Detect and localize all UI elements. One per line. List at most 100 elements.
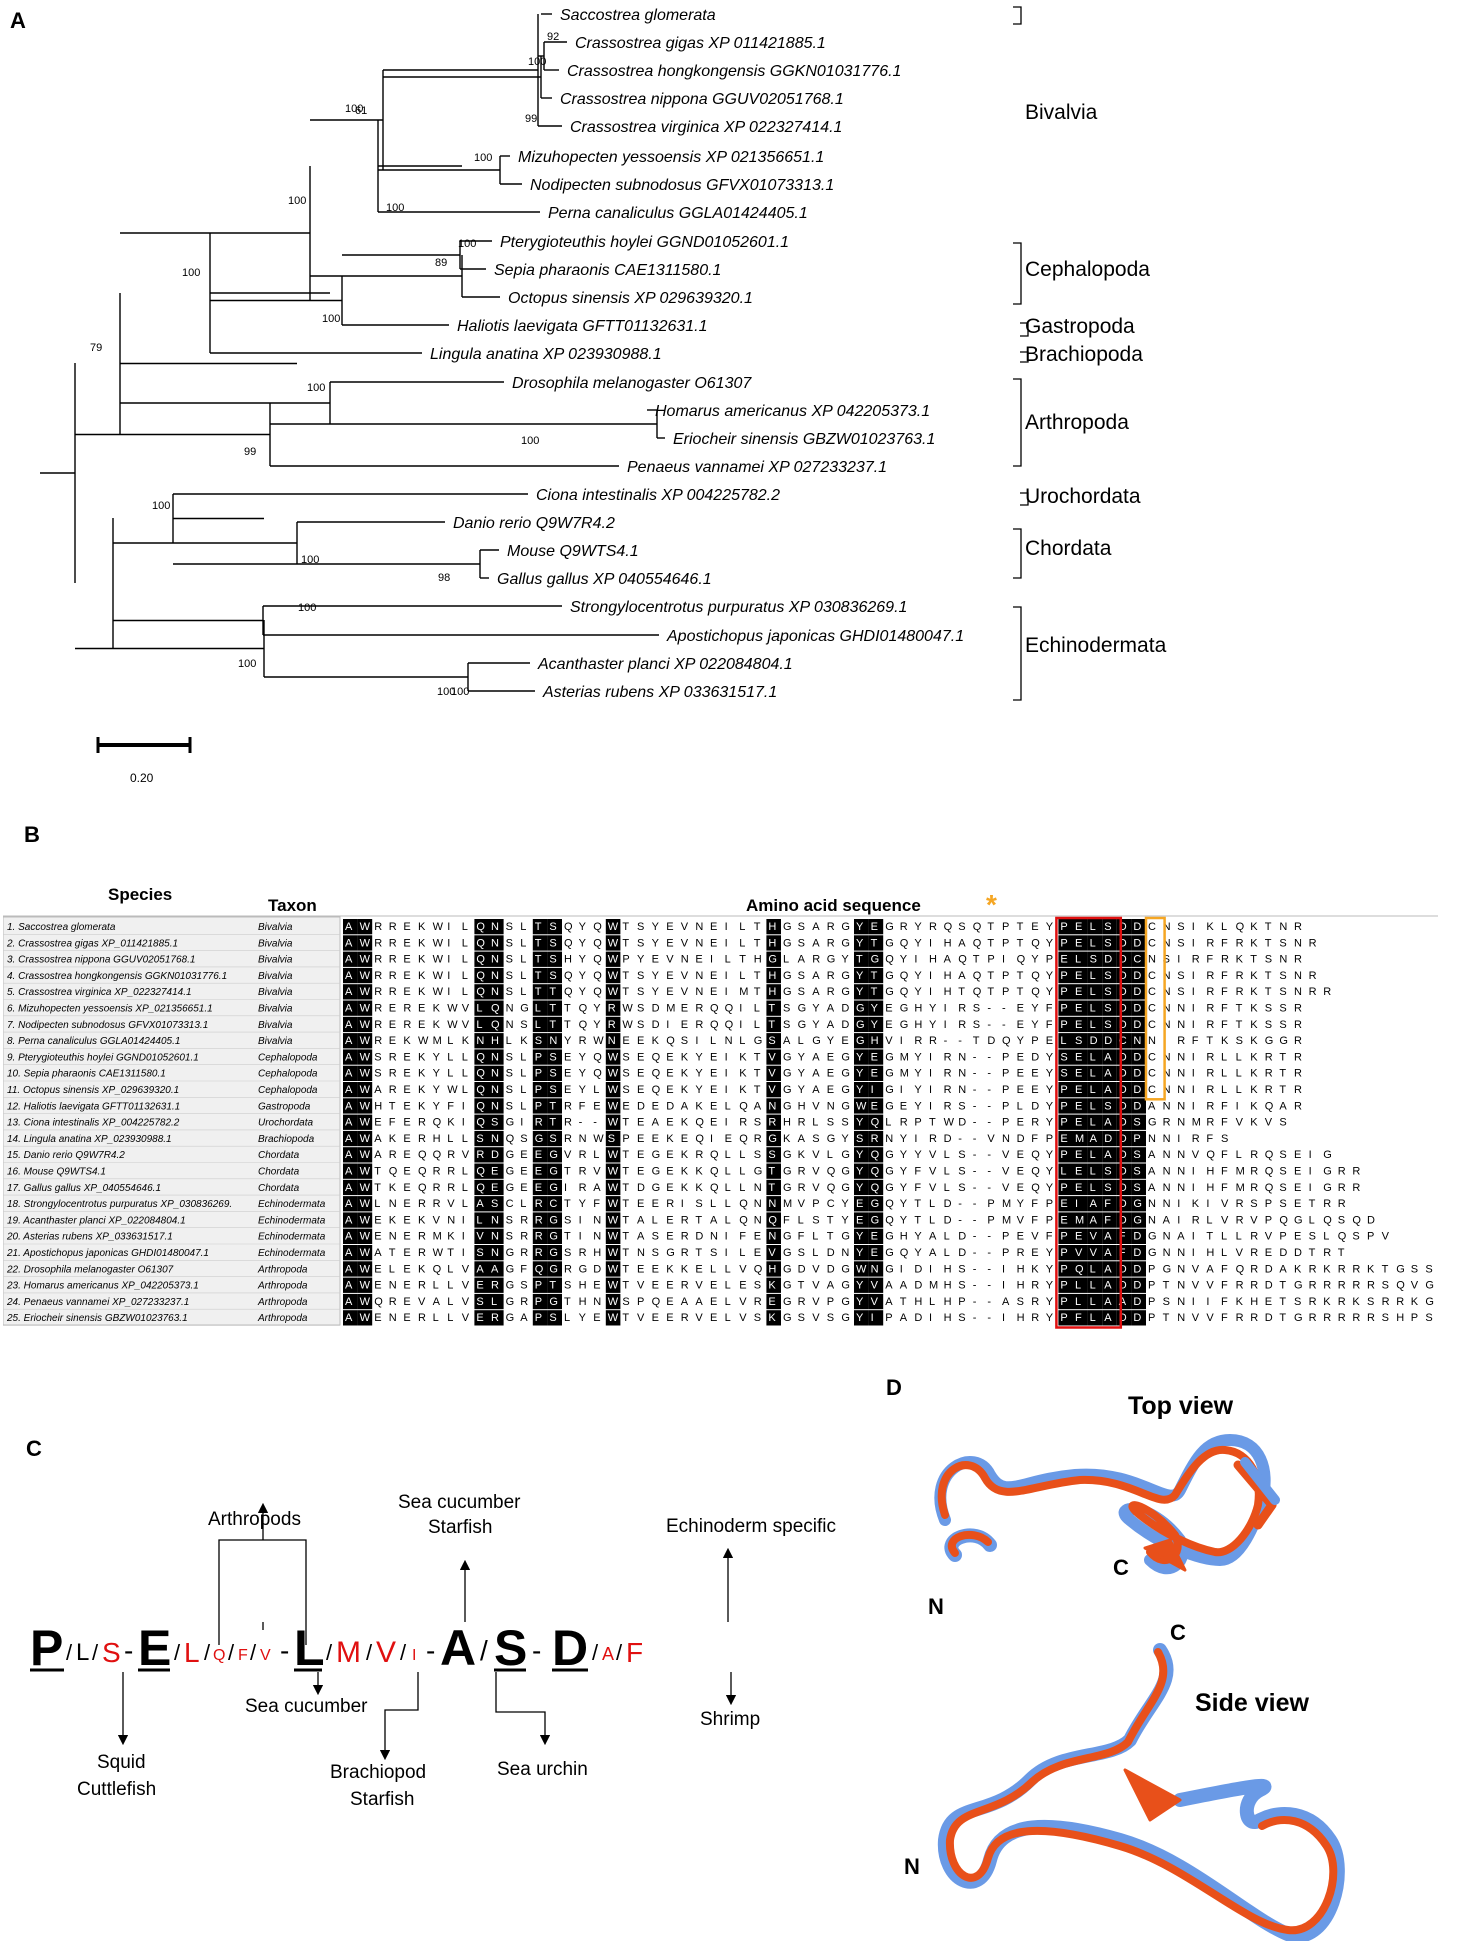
residue: G — [549, 1231, 558, 1243]
residue: N — [1002, 1133, 1010, 1145]
residue-highlight — [1058, 919, 1073, 935]
residue-highlight — [1073, 1245, 1088, 1261]
residue: Q — [827, 1166, 836, 1178]
residue: Y — [900, 1214, 908, 1226]
residue: Q — [871, 1182, 880, 1194]
residue: R — [1323, 1312, 1331, 1324]
residue-highlight — [1058, 1065, 1073, 1081]
residue: R — [754, 1296, 762, 1308]
residue: E — [403, 1182, 410, 1194]
side-view-ribbons — [937, 1643, 1345, 1941]
residue: E — [710, 1117, 717, 1129]
residue-highlight — [474, 984, 489, 1000]
residue: Y — [914, 1231, 922, 1243]
residue: L — [929, 1296, 935, 1308]
residue: R — [1265, 1084, 1273, 1096]
residue-highlight — [532, 1033, 548, 1049]
residue: D — [1104, 1133, 1112, 1145]
residue: E — [637, 1263, 644, 1275]
residue: K — [433, 1003, 441, 1015]
residue: N — [1279, 954, 1287, 966]
residue: N — [725, 1035, 733, 1047]
clade-bracket — [1013, 242, 1022, 305]
residue: - — [973, 1133, 977, 1145]
residue: E — [637, 1198, 644, 1210]
label-sea-cucumber-top: Sea cucumber — [398, 1492, 521, 1513]
residue: A — [885, 1280, 893, 1292]
residue: G — [549, 1263, 558, 1275]
row-species: 13. Ciona intestinalis XP_004225782.2 — [7, 1118, 180, 1129]
residue: L — [783, 954, 789, 966]
residue: L — [374, 1198, 380, 1210]
residue: T — [549, 1019, 556, 1031]
residue-highlight — [854, 1098, 869, 1114]
residue: R — [1250, 1166, 1258, 1178]
sep: / — [66, 1640, 73, 1665]
residue: G — [652, 1166, 661, 1178]
label-starfish: Starfish — [350, 1789, 414, 1810]
residue-highlight — [854, 1114, 869, 1130]
top-view-ribbons — [934, 1434, 1280, 1575]
residue: E — [652, 1133, 659, 1145]
bootstrap-value: 89 — [435, 257, 447, 269]
residue: Y — [1046, 1051, 1054, 1063]
sep: / — [616, 1640, 623, 1665]
residue-highlight — [343, 1114, 358, 1130]
residue: S — [973, 1003, 980, 1015]
residue: S — [637, 937, 644, 949]
residue: Q — [1265, 1100, 1274, 1112]
row-species: 25. Eriocheir sinensis GBZW01023763.1 — [6, 1313, 188, 1324]
residue-highlight — [1058, 1130, 1073, 1147]
residue-highlight — [868, 1277, 884, 1293]
motif-alt-l: L — [184, 1637, 200, 1668]
residue: S — [652, 1231, 659, 1243]
residue: R — [1338, 1182, 1346, 1194]
residue: I — [725, 986, 728, 998]
residue-highlight — [1087, 967, 1103, 984]
residue: R — [1192, 954, 1200, 966]
residue: R — [929, 921, 937, 933]
residue: F — [1221, 1149, 1228, 1161]
residue: H — [754, 954, 762, 966]
residue: V — [462, 1003, 470, 1015]
residue: E — [520, 1166, 527, 1178]
residue: Y — [856, 1247, 864, 1259]
residue: G — [783, 1280, 792, 1292]
residue: P — [637, 1296, 644, 1308]
residue-highlight — [532, 1065, 548, 1081]
sep: / — [592, 1640, 599, 1665]
motif-alt-q: Q — [213, 1647, 225, 1664]
residue: T — [827, 1231, 834, 1243]
residue: F — [914, 1166, 921, 1178]
residue-highlight — [357, 967, 373, 984]
residue: D — [1119, 1084, 1127, 1096]
residue: R — [1352, 1166, 1360, 1178]
residue: E — [666, 1166, 673, 1178]
residue: - — [987, 1149, 991, 1161]
residue: A — [374, 1149, 382, 1161]
residue: F — [1031, 1198, 1038, 1210]
bootstrap-value: 99 — [525, 113, 537, 125]
residue: N — [768, 1231, 776, 1243]
residue: S — [520, 1019, 527, 1031]
residue: W — [360, 937, 371, 949]
residue: G — [871, 1198, 880, 1210]
residue: Q — [739, 1133, 748, 1145]
residue: A — [345, 1214, 353, 1226]
residue: A — [827, 1019, 835, 1031]
residue: Y — [695, 1051, 703, 1063]
residue-highlight — [868, 1114, 884, 1130]
residue: - — [973, 1214, 977, 1226]
panel-label-d: D — [886, 1375, 902, 1400]
residue: G — [783, 1084, 792, 1096]
residue: L — [1236, 1051, 1242, 1063]
residue: T — [622, 1312, 629, 1324]
residue: L — [725, 1149, 731, 1161]
residue: L — [944, 1166, 950, 1178]
bootstrap-value: 100 — [288, 195, 306, 207]
residue: N — [1163, 1149, 1171, 1161]
residue: N — [695, 986, 703, 998]
residue: R — [1294, 1084, 1302, 1096]
residue: G — [871, 1214, 880, 1226]
residue: E — [374, 1263, 381, 1275]
